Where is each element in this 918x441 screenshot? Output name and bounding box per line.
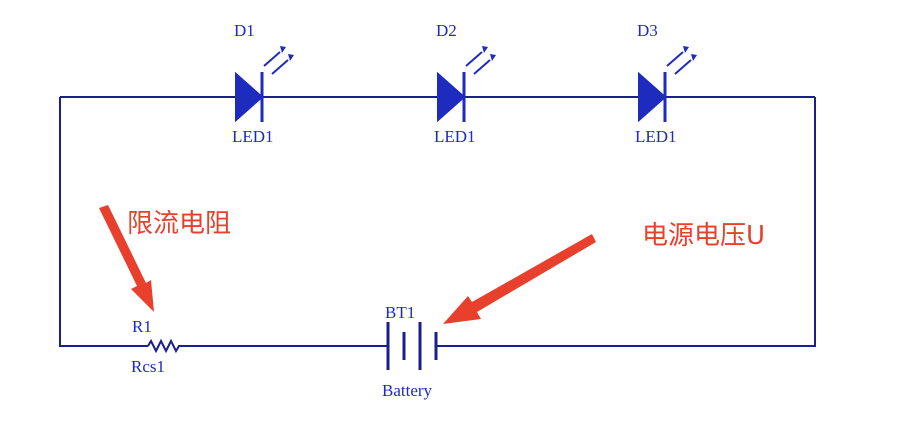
annotation-voltage: 电源电压U <box>443 221 765 324</box>
led-d1-comment: LED1 <box>232 127 274 146</box>
led-d3-light-rays-icon <box>666 46 697 75</box>
top-left-wire <box>59 97 148 347</box>
led-d3: D3 LED1 <box>635 21 697 146</box>
right-wire <box>437 97 816 347</box>
led-d2-light-rays-icon <box>465 46 496 75</box>
battery-comment: Battery <box>382 381 433 400</box>
annotation-resistor: 限流电阻 <box>99 205 231 312</box>
resistor-zigzag-icon <box>147 338 181 354</box>
led-d1: D1 LED1 <box>232 21 294 146</box>
resistor-comment: Rcs1 <box>131 357 165 376</box>
voltage-annotation-arrow-icon <box>443 234 596 324</box>
led-d1-light-rays-icon <box>263 46 294 75</box>
led-d3-triangle <box>638 71 667 123</box>
led-d2-designator: D2 <box>436 21 457 40</box>
led-d3-designator: D3 <box>637 21 658 40</box>
resistor-r1: R1 Rcs1 <box>131 317 181 376</box>
battery-bt1: BT1 Battery <box>382 303 438 400</box>
voltage-annotation-text: 电源电压U <box>642 221 765 251</box>
resistor-designator: R1 <box>132 317 152 336</box>
led-d2: D2 LED1 <box>434 21 496 146</box>
led-d2-triangle <box>437 71 466 123</box>
battery-designator: BT1 <box>385 303 415 322</box>
resistor-annotation-text: 限流电阻 <box>127 209 231 239</box>
resistor-annotation-arrow-icon <box>99 205 154 312</box>
led-d3-comment: LED1 <box>635 127 677 146</box>
led-d1-designator: D1 <box>234 21 255 40</box>
led-d2-comment: LED1 <box>434 127 476 146</box>
led-d1-triangle <box>235 71 264 123</box>
